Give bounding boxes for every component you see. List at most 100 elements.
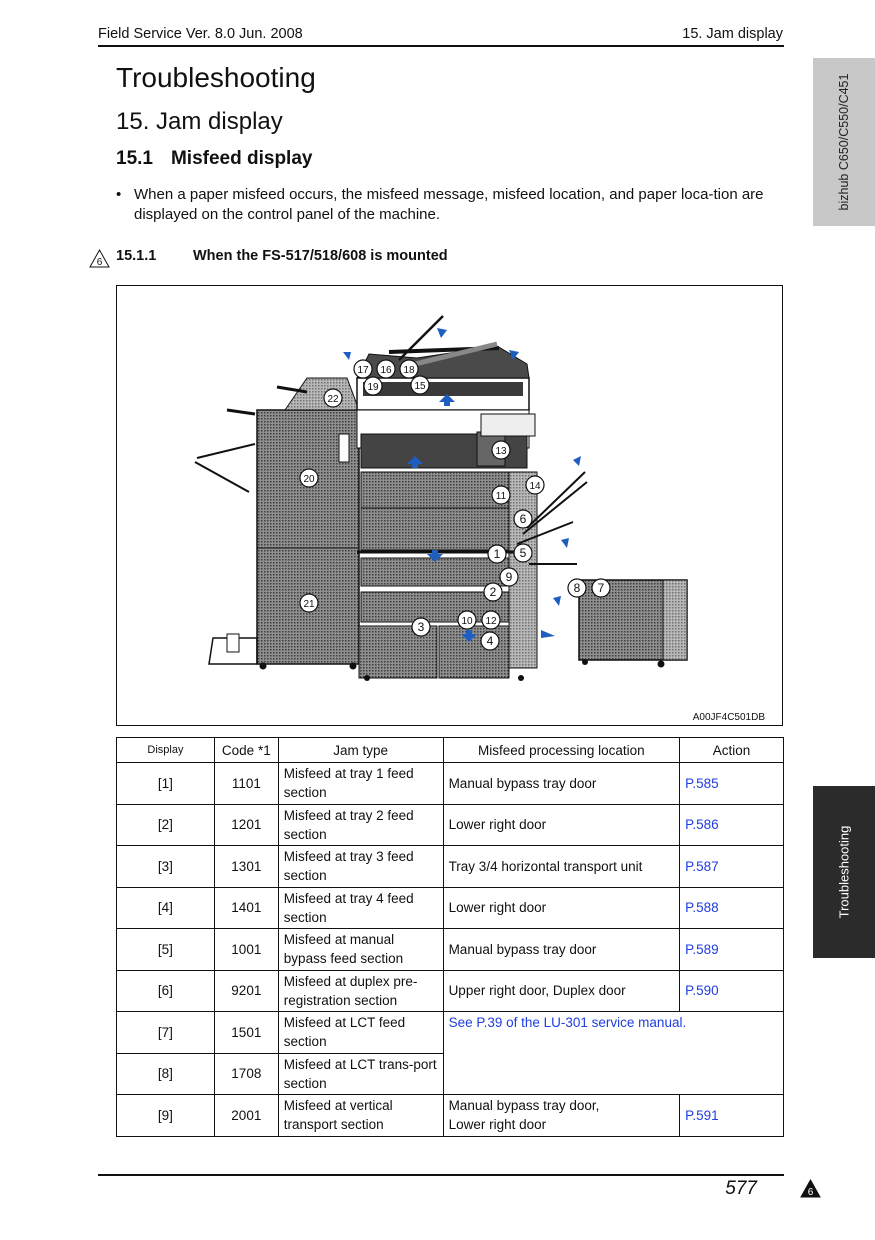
table-row: [7] 1501 Misfeed at LCT feed section See… — [116, 1011, 785, 1095]
cell-display: [6] — [116, 969, 215, 1012]
cell-location: Lower right door — [442, 886, 681, 929]
column-header-code: Code *1 — [213, 737, 279, 763]
subsection-title: Misfeed display — [170, 148, 313, 169]
subsubsection-heading: 15.1.1 When the FS-517/518/608 is mounted — [116, 248, 448, 264]
jam-location-callout-18: 18 — [399, 359, 419, 379]
header-divider — [98, 45, 784, 47]
jam-location-number: 7 — [598, 581, 605, 595]
finisher-unit — [194, 377, 360, 670]
column-header-display: Display — [116, 737, 215, 763]
column-header-jam-type: Jam type — [277, 737, 444, 763]
side-tab-model: bizhub C650/C550/C451 — [813, 58, 875, 226]
cell-jam-type: Misfeed at tray 2 feed section — [277, 803, 444, 846]
table-row: [1] 1101 Misfeed at tray 1 feed section … — [116, 762, 784, 805]
header-section-title: 15. Jam display — [682, 26, 783, 42]
subsubsection-title: When the FS-517/518/608 is mounted — [193, 248, 448, 264]
cell-display: [7] — [116, 1011, 215, 1054]
cell-jam-type: Misfeed at manual bypass feed section — [277, 928, 444, 971]
table-row: [5] 1001 Misfeed at manual bypass feed s… — [116, 928, 784, 971]
cell-lct-reference-link[interactable]: See P.39 of the LU-301 service manual. — [442, 1011, 785, 1095]
cell-jam-type: Misfeed at tray 1 feed section — [277, 762, 444, 805]
cell-display: [8] — [116, 1052, 215, 1095]
jam-location-callout-17: 17 — [353, 359, 373, 379]
jam-location-number: 11 — [496, 491, 507, 502]
jam-location-number: 18 — [403, 365, 415, 376]
table-row: [9] 2001 Misfeed at vertical transport s… — [116, 1094, 784, 1137]
cell-code: 1301 — [213, 845, 279, 888]
jam-location-number: 17 — [357, 365, 369, 376]
footer-marker-label: 6 — [808, 1187, 814, 1198]
jam-location-callout-10: 10 — [457, 610, 477, 630]
cell-code: 1201 — [213, 803, 279, 846]
jam-location-number: 8 — [574, 581, 581, 595]
cell-action-link[interactable]: P.585 — [679, 762, 784, 805]
jam-location-number: 4 — [487, 634, 494, 648]
cell-action-link[interactable]: P.587 — [679, 845, 784, 888]
figure-code: A00JF4C501DB — [693, 712, 766, 723]
jam-location-callout-16: 16 — [376, 359, 396, 379]
jam-location-number: 5 — [520, 546, 527, 560]
main-body — [343, 315, 588, 681]
cell-action-link[interactable]: P.589 — [679, 928, 784, 971]
cell-display: [3] — [116, 845, 215, 888]
cell-jam-type: Misfeed at vertical transport section — [277, 1094, 444, 1137]
cell-display: [1] — [116, 762, 215, 805]
cell-jam-type: Misfeed at tray 4 feed section — [277, 886, 444, 929]
chapter-heading: Troubleshooting — [116, 62, 316, 93]
cell-jam-type: Misfeed at LCT feed section — [277, 1011, 444, 1054]
header-document-title: Field Service Ver. 8.0 Jun. 2008 — [98, 26, 303, 42]
cell-action-link[interactable]: P.588 — [679, 886, 784, 929]
jam-location-callout-4: 4 — [480, 631, 500, 651]
jam-location-callout-12: 12 — [481, 610, 501, 630]
revision-marker-icon: 6 — [89, 249, 110, 268]
jam-location-callout-9: 9 — [499, 567, 519, 587]
jam-location-callout-2: 2 — [483, 582, 503, 602]
jam-location-number: 21 — [303, 599, 315, 610]
cell-location: Lower right door — [442, 803, 681, 846]
cell-code: 1101 — [213, 762, 279, 805]
cell-location: Manual bypass tray door,Lower right door — [442, 1094, 681, 1137]
revision-marker-label: 6 — [97, 257, 103, 268]
jam-location-number: 10 — [461, 616, 473, 627]
cell-location: Tray 3/4 horizontal transport unit — [442, 845, 681, 888]
jam-location-callout-5: 5 — [513, 543, 533, 563]
cell-location: Upper right door, Duplex door — [442, 969, 681, 1012]
bullet-symbol: • — [116, 186, 122, 203]
cell-action-link[interactable]: P.591 — [679, 1094, 784, 1137]
cell-jam-type: Misfeed at tray 3 feed section — [277, 845, 444, 888]
jam-location-number: 9 — [506, 570, 513, 584]
side-tab-section-label: Troubleshooting — [836, 825, 852, 919]
jam-location-number: 2 — [490, 585, 497, 599]
revision-marker-icon: 6 — [800, 1179, 821, 1198]
cell-jam-type: Misfeed at LCT trans-port section — [277, 1052, 444, 1095]
jam-location-number: 15 — [414, 381, 426, 392]
page-number: 577 — [725, 1178, 757, 1199]
cell-display: [9] — [116, 1094, 215, 1137]
cell-code: 1708 — [213, 1052, 279, 1095]
cell-location: Manual bypass tray door — [442, 928, 681, 971]
table-row: [3] 1301 Misfeed at tray 3 feed section … — [116, 845, 784, 888]
table-row: [6] 9201 Misfeed at duplex pre-registrat… — [116, 969, 784, 1012]
jam-location-callout-11: 11 — [491, 485, 511, 505]
jam-location-callout-3: 3 — [411, 617, 431, 637]
column-header-location: Misfeed processing location — [442, 737, 681, 763]
jam-location-callout-7: 7 — [591, 578, 611, 598]
cell-code: 1501 — [213, 1011, 279, 1054]
cell-display: [4] — [116, 886, 215, 929]
subsubsection-number: 15.1.1 — [116, 248, 157, 264]
footer-divider — [98, 1174, 784, 1176]
column-header-action: Action — [679, 737, 784, 763]
cell-code: 2001 — [213, 1094, 279, 1137]
cell-code: 1001 — [213, 928, 279, 971]
jam-location-number: 20 — [303, 474, 315, 485]
jam-location-number: 14 — [529, 481, 541, 492]
table-header-row: Display Code *1 Jam type Misfeed process… — [116, 737, 784, 763]
jam-location-callout-21: 21 — [299, 593, 319, 613]
table-row: [2] 1201 Misfeed at tray 2 feed section … — [116, 803, 784, 846]
jam-location-callout-22: 22 — [323, 388, 343, 408]
cell-action-link[interactable]: P.590 — [679, 969, 784, 1012]
cell-action-link[interactable]: P.586 — [679, 803, 784, 846]
jam-location-callout-15: 15 — [410, 375, 430, 395]
